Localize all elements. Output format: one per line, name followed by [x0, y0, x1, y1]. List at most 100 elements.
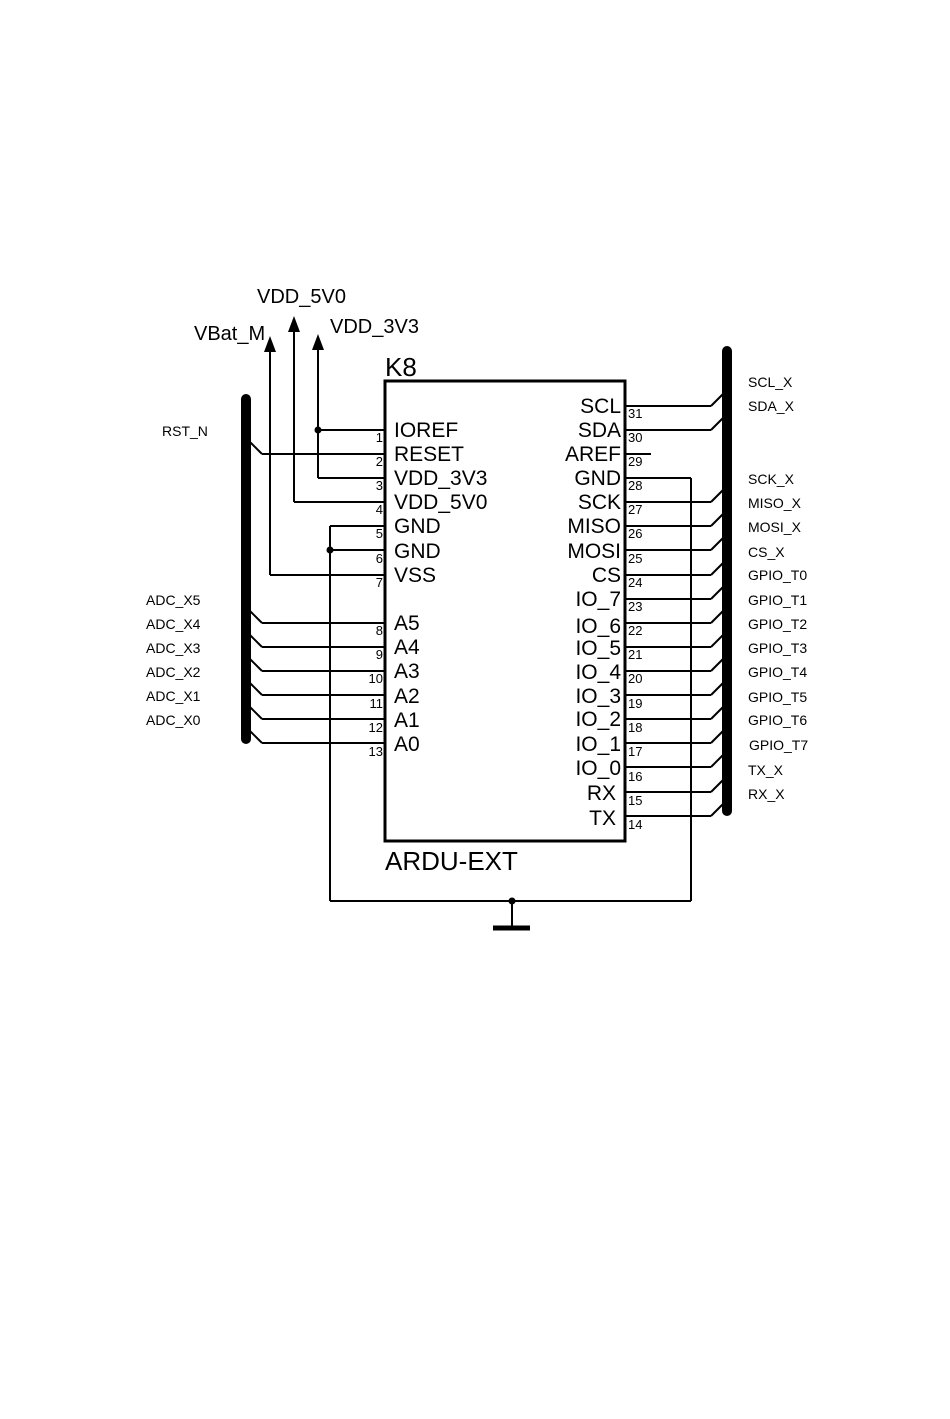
- net-label-adc: ADC_X5: [146, 592, 201, 608]
- vdd3v3-arrow-icon: [312, 334, 324, 350]
- net-label-rst-n: RST_N: [162, 423, 208, 439]
- pin-number: 1: [376, 430, 383, 445]
- pin-number: 11: [370, 696, 384, 711]
- pin-name-ioref: IOREF: [394, 419, 458, 442]
- pin-number: 30: [628, 430, 642, 445]
- pin-number: 15: [628, 793, 642, 808]
- net-label-adc: ADC_X4: [146, 616, 201, 632]
- pin-number: 2: [376, 454, 383, 469]
- pin-name-miso: MISO: [567, 515, 621, 538]
- pin-name-io4: IO_4: [575, 661, 621, 684]
- component-value: ARDU-EXT: [385, 846, 518, 876]
- pin-name-mosi: MOSI: [567, 540, 621, 563]
- pin-name-a0: A0: [394, 733, 420, 756]
- left-net-labels: RST_N ADC_X5 ADC_X4 ADC_X3 ADC_X2 ADC_X1…: [146, 423, 208, 728]
- left-pin-numbers: 1 2 3 4 5 6 7 8 9 10 11 12 13: [369, 430, 383, 759]
- pin-number: 23: [628, 599, 642, 614]
- ardu-ext-body: [383, 379, 627, 843]
- pin-name-io7: IO_7: [575, 588, 621, 611]
- pin-number: 12: [369, 720, 383, 735]
- net-label-adc: ADC_X1: [146, 688, 201, 704]
- pin-number: 10: [369, 671, 383, 686]
- pin-number: 6: [376, 551, 383, 566]
- gnd-junction: [326, 546, 334, 554]
- pin-number: 14: [628, 817, 642, 832]
- pin-name-scl: SCL: [580, 395, 621, 418]
- pin-number: 24: [628, 575, 642, 590]
- net-label: MOSI_X: [748, 519, 802, 535]
- net-label: GPIO_T3: [748, 640, 807, 656]
- pin-name-a5: A5: [394, 612, 420, 635]
- pin-name-io5: IO_5: [575, 637, 621, 660]
- right-pin-numbers: 31 30 29 28 27 26 25 24 23 22 21 20 19 1…: [628, 406, 642, 832]
- pin-number: 7: [376, 575, 383, 590]
- net-label: SDA_X: [748, 398, 795, 414]
- pin-number: 19: [628, 696, 642, 711]
- pin-name-rx: RX: [587, 782, 616, 805]
- pin-name-tx: TX: [589, 807, 616, 830]
- power-label-vbat: VBat_M: [194, 323, 265, 345]
- pin-name-sck: SCK: [578, 491, 621, 514]
- right-net-labels: SCL_X SDA_X SCK_X MISO_X MOSI_X CS_X GPI…: [748, 374, 808, 802]
- pin-number: 17: [628, 744, 642, 759]
- pin-name-vdd3v3: VDD_3V3: [394, 467, 487, 490]
- net-label: GPIO_T0: [748, 567, 807, 583]
- net-label: GPIO_T5: [748, 689, 807, 705]
- pin-name-cs: CS: [592, 564, 621, 587]
- pin-number: 28: [628, 478, 642, 493]
- net-label-adc: ADC_X2: [146, 664, 201, 680]
- ioref-junction: [314, 426, 322, 434]
- net-label: GPIO_T1: [748, 592, 807, 608]
- net-label: GPIO_T2: [748, 616, 807, 632]
- pin-name-io1: IO_1: [575, 733, 621, 756]
- net-label: TX_X: [748, 762, 784, 778]
- pin-number: 9: [376, 647, 383, 662]
- pin-number: 16: [628, 769, 642, 784]
- pin-name-io6: IO_6: [575, 615, 621, 638]
- pin-name-a2: A2: [394, 685, 420, 708]
- power-label-vdd5v0: VDD_5V0: [257, 286, 346, 308]
- net-label: GPIO_T4: [748, 664, 807, 680]
- pin-number: 8: [376, 623, 383, 638]
- pin-number: 13: [369, 744, 383, 759]
- pin-number: 18: [628, 720, 642, 735]
- net-label: MISO_X: [748, 495, 802, 511]
- pin-name-gnd: GND: [574, 467, 621, 490]
- pin-number: 25: [628, 551, 642, 566]
- pin-number: 20: [628, 671, 642, 686]
- pin-name-a4: A4: [394, 636, 420, 659]
- pin-name-gnd: GND: [394, 515, 441, 538]
- pin-name-a3: A3: [394, 660, 420, 683]
- pin-name-vss: VSS: [394, 564, 436, 587]
- pin-number: 22: [628, 623, 642, 638]
- pin-number: 21: [628, 647, 642, 662]
- net-label: CS_X: [748, 544, 785, 560]
- pin-name-gnd: GND: [394, 540, 441, 563]
- net-label: GPIO_T6: [748, 712, 807, 728]
- pin-number: 5: [376, 526, 383, 541]
- net-label-adc: ADC_X3: [146, 640, 201, 656]
- pin-number: 26: [628, 526, 642, 541]
- pin-name-io0: IO_0: [575, 757, 621, 780]
- vbat-arrow-icon: [264, 336, 276, 352]
- component-designator: K8: [385, 352, 417, 382]
- pin-number: 31: [628, 406, 642, 421]
- pin-number: 27: [628, 502, 642, 517]
- left-pin-names: IOREF RESET VDD_3V3 VDD_5V0 GND GND VSS …: [394, 419, 487, 756]
- right-pin-names: SCL SDA AREF GND SCK MISO MOSI CS IO_7 I…: [565, 395, 621, 830]
- pin-name-reset: RESET: [394, 443, 464, 466]
- net-label: SCK_X: [748, 471, 795, 487]
- pin-name-a1: A1: [394, 709, 420, 732]
- pin-number: 4: [376, 502, 383, 517]
- net-label: GPIO_T7: [749, 737, 808, 753]
- pin-name-io3: IO_3: [575, 685, 621, 708]
- ground-junction: [508, 897, 516, 905]
- net-label: SCL_X: [748, 374, 793, 390]
- pin-name-aref: AREF: [565, 443, 621, 466]
- power-label-vdd3v3: VDD_3V3: [330, 316, 419, 338]
- net-label: RX_X: [748, 786, 785, 802]
- pin-name-vdd5v0: VDD_5V0: [394, 491, 487, 514]
- vdd5v0-arrow-icon: [288, 316, 300, 332]
- pin-number: 3: [376, 478, 383, 493]
